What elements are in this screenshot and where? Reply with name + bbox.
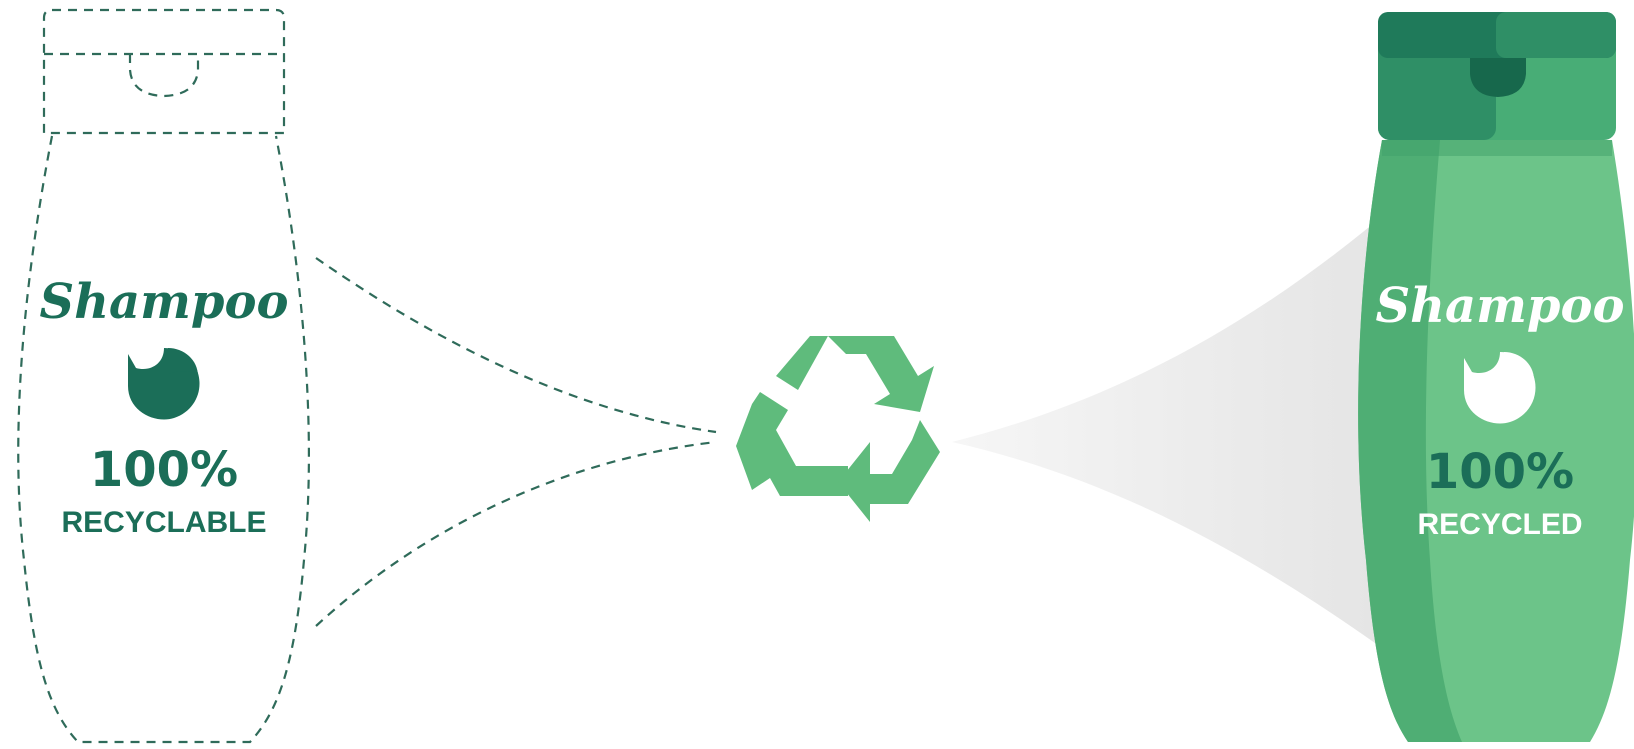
left-percent: 100% <box>90 442 238 498</box>
left-brand-name: Shampoo <box>39 274 288 330</box>
right-label: RECYCLED <box>1417 508 1582 541</box>
leaf-drop-icon <box>128 348 200 420</box>
right-brand-name: Shampoo <box>1375 278 1624 334</box>
right-percent: 100% <box>1426 444 1574 500</box>
recycle-icon <box>736 336 940 522</box>
connector-top-dashed <box>316 258 716 432</box>
connector-bottom-dashed <box>316 442 716 626</box>
left-label: RECYCLABLE <box>61 506 266 539</box>
transformation-fan <box>952 208 1396 658</box>
bottle-body-outline <box>18 136 309 742</box>
cap-notch-outline <box>130 54 198 96</box>
bottle-cap-outline <box>44 10 284 133</box>
